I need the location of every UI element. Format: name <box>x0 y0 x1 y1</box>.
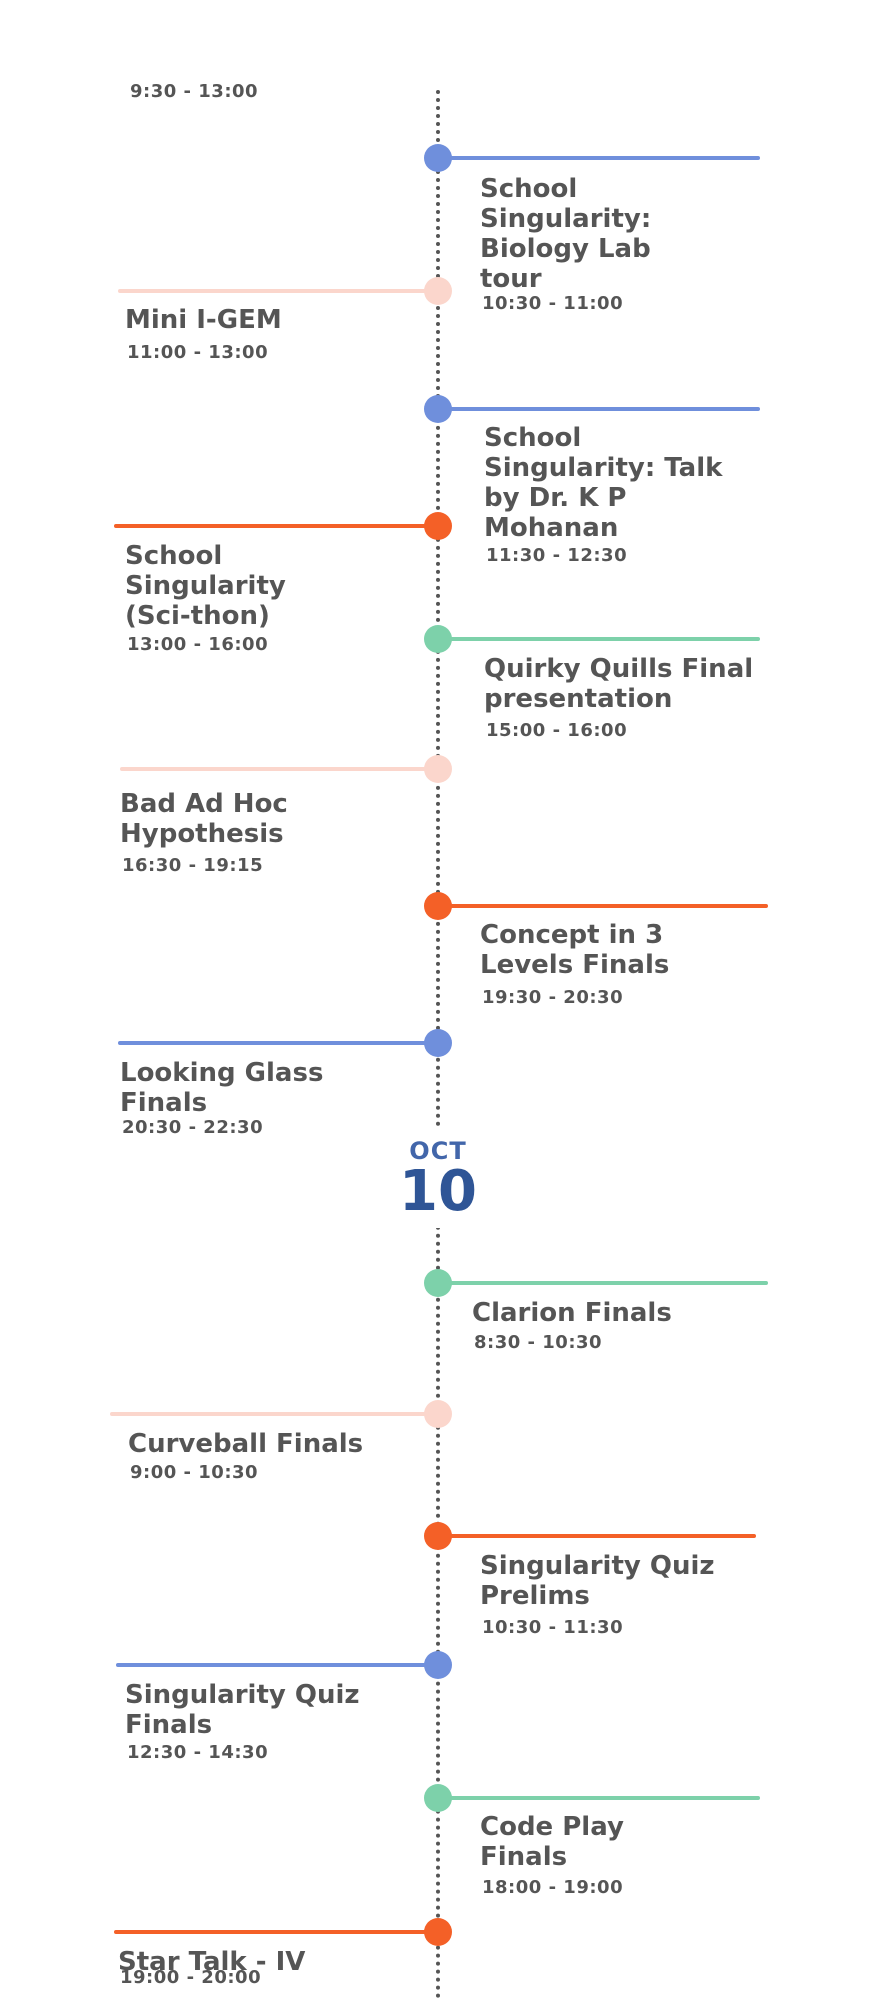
event-time: 16:30 - 19:15 <box>122 855 264 876</box>
event-dot <box>424 1918 452 1946</box>
event-title: Mini I-GEM <box>125 305 282 335</box>
event-dot <box>424 1522 452 1550</box>
event-connector-line <box>438 637 760 641</box>
event-time: 20:30 - 22:30 <box>122 1117 264 1138</box>
event-time: 9:00 - 10:30 <box>130 1462 259 1483</box>
event-title: School Singularity (Sci-thon) <box>125 541 286 631</box>
event-title: Curveball Finals <box>128 1429 364 1459</box>
date-marker <box>392 1128 484 1228</box>
event-connector-line <box>110 1412 438 1416</box>
event-title: Singularity Quiz Finals <box>125 1680 360 1740</box>
event-dot <box>424 395 452 423</box>
event-dot <box>424 1651 452 1679</box>
event-title: Looking Glass Finals <box>120 1058 324 1118</box>
event-connector-line <box>438 904 768 908</box>
event-connector-line <box>438 156 760 160</box>
event-time: 11:00 - 13:00 <box>127 342 269 363</box>
event-dot <box>424 1029 452 1057</box>
event-connector-line <box>438 1534 756 1538</box>
event-connector-line <box>120 767 438 771</box>
event-title: Singularity Quiz Prelims <box>480 1551 715 1611</box>
event-title: School Singularity: Talk by Dr. K P Moha… <box>484 423 723 543</box>
event-title: Code Play Finals <box>480 1812 624 1872</box>
event-title: Quirky Quills Final presentation <box>484 654 754 714</box>
event-dot <box>424 755 452 783</box>
event-title: Concept in 3 Levels Finals <box>480 920 670 980</box>
event-time: 11:30 - 12:30 <box>486 545 628 566</box>
event-dot <box>424 625 452 653</box>
event-dot <box>424 892 452 920</box>
event-time: 13:00 - 16:00 <box>127 634 269 655</box>
event-dot <box>424 1784 452 1812</box>
event-time: 15:00 - 16:00 <box>486 720 628 741</box>
event-dot <box>424 144 452 172</box>
event-connector-line <box>116 1663 438 1667</box>
event-dot <box>424 1269 452 1297</box>
event-title: Bad Ad Hoc Hypothesis <box>120 789 288 849</box>
date-month: OCT <box>409 1137 467 1165</box>
event-dot <box>424 277 452 305</box>
event-connector-line <box>118 289 438 293</box>
event-time: 19:30 - 20:30 <box>482 987 624 1008</box>
event-title: Clarion Finals <box>472 1298 672 1328</box>
header-time: 9:30 - 13:00 <box>130 81 259 102</box>
event-time: 12:30 - 14:30 <box>127 1742 269 1763</box>
event-title: School Singularity: Biology Lab tour <box>480 174 652 294</box>
event-connector-line <box>438 407 760 411</box>
event-time: 8:30 - 10:30 <box>474 1332 603 1353</box>
event-connector-line <box>114 1930 438 1934</box>
date-day: 10 <box>399 1159 477 1224</box>
event-time: 10:30 - 11:30 <box>482 1617 624 1638</box>
event-connector-line <box>438 1796 760 1800</box>
event-time: 10:30 - 11:00 <box>482 293 624 314</box>
event-connector-line <box>114 524 438 528</box>
event-connector-line <box>438 1281 768 1285</box>
event-title: Star Talk - IV <box>118 1947 306 1977</box>
event-dot <box>424 1400 452 1428</box>
event-time: 19:00 - 20:00 <box>120 1967 262 1988</box>
event-connector-line <box>118 1041 438 1045</box>
event-dot <box>424 512 452 540</box>
event-time: 18:00 - 19:00 <box>482 1877 624 1898</box>
